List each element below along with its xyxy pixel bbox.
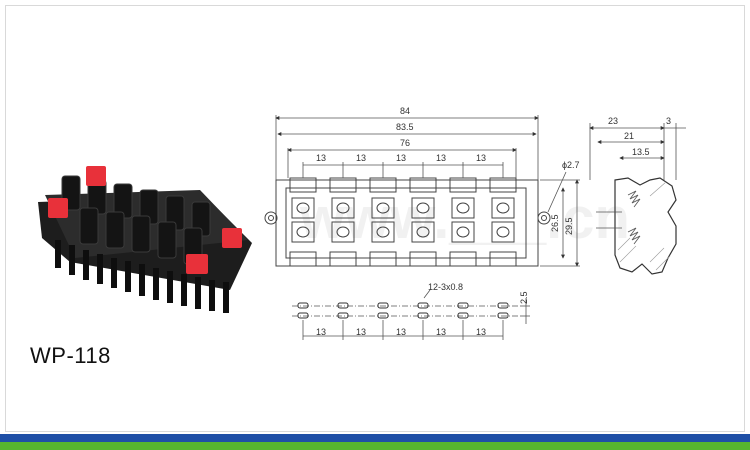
pin-layout-drawing bbox=[292, 289, 530, 340]
front-body-outline bbox=[275, 179, 539, 267]
product-sheet: www.___.cn bbox=[38, 106, 686, 340]
dim-overall: 84 bbox=[400, 106, 410, 116]
dim-side-depth: 23 bbox=[608, 116, 618, 126]
pin-dimension-labels: 12-3x0.8 2.5 13 13 13 13 13 bbox=[316, 282, 529, 337]
terminal-pins bbox=[55, 240, 229, 313]
front-dimension-labels: 84 83.5 76 13 13 13 13 13 ϕ2.7 26.5 29.5 bbox=[316, 106, 580, 235]
dim-pitch-span: 76 bbox=[400, 138, 410, 148]
dim-height-inner: 26.5 bbox=[550, 214, 560, 232]
side-springs bbox=[596, 190, 641, 245]
red-release-buttons bbox=[48, 166, 242, 274]
dim-pin-pitch-2: 13 bbox=[356, 327, 366, 337]
dim-pitch-2: 13 bbox=[356, 153, 366, 163]
dim-pin-pitch-3: 13 bbox=[396, 327, 406, 337]
front-bottom-slots bbox=[289, 251, 517, 267]
front-view-drawing bbox=[264, 115, 580, 267]
model-label: WP-118 bbox=[30, 343, 111, 368]
pin-slots bbox=[297, 302, 509, 319]
footer-green-bar bbox=[0, 442, 750, 450]
dim-pin-pitch-1: 13 bbox=[316, 327, 326, 337]
side-dimension-lines bbox=[589, 123, 686, 180]
dim-side-mid: 21 bbox=[624, 131, 634, 141]
side-view-drawing bbox=[589, 123, 686, 275]
dim-height-outer: 29.5 bbox=[564, 217, 574, 235]
front-terminal-cells bbox=[291, 197, 515, 243]
dim-pin-pitch-4: 13 bbox=[436, 327, 446, 337]
dim-pitch-4: 13 bbox=[436, 153, 446, 163]
dim-row-gap: 2.5 bbox=[519, 291, 529, 304]
dim-pin-spec: 12-3x0.8 bbox=[428, 282, 463, 292]
front-dimension-lines bbox=[275, 115, 580, 267]
footer-blue-bar bbox=[0, 434, 750, 442]
dim-pitch-5: 13 bbox=[476, 153, 486, 163]
side-profile bbox=[614, 177, 677, 275]
side-dimension-labels: 23 3 21 13.5 bbox=[608, 116, 671, 157]
dim-pitch-1: 13 bbox=[316, 153, 326, 163]
side-hatching bbox=[617, 181, 671, 271]
dim-pin-pitch-5: 13 bbox=[476, 327, 486, 337]
dim-hole: ϕ2.7 bbox=[562, 160, 580, 170]
dim-body: 83.5 bbox=[396, 122, 414, 132]
dim-pitch-3: 13 bbox=[396, 153, 406, 163]
dim-side-flange: 3 bbox=[666, 116, 671, 126]
dim-side-inner: 13.5 bbox=[632, 147, 650, 157]
spring-clips bbox=[61, 175, 211, 265]
